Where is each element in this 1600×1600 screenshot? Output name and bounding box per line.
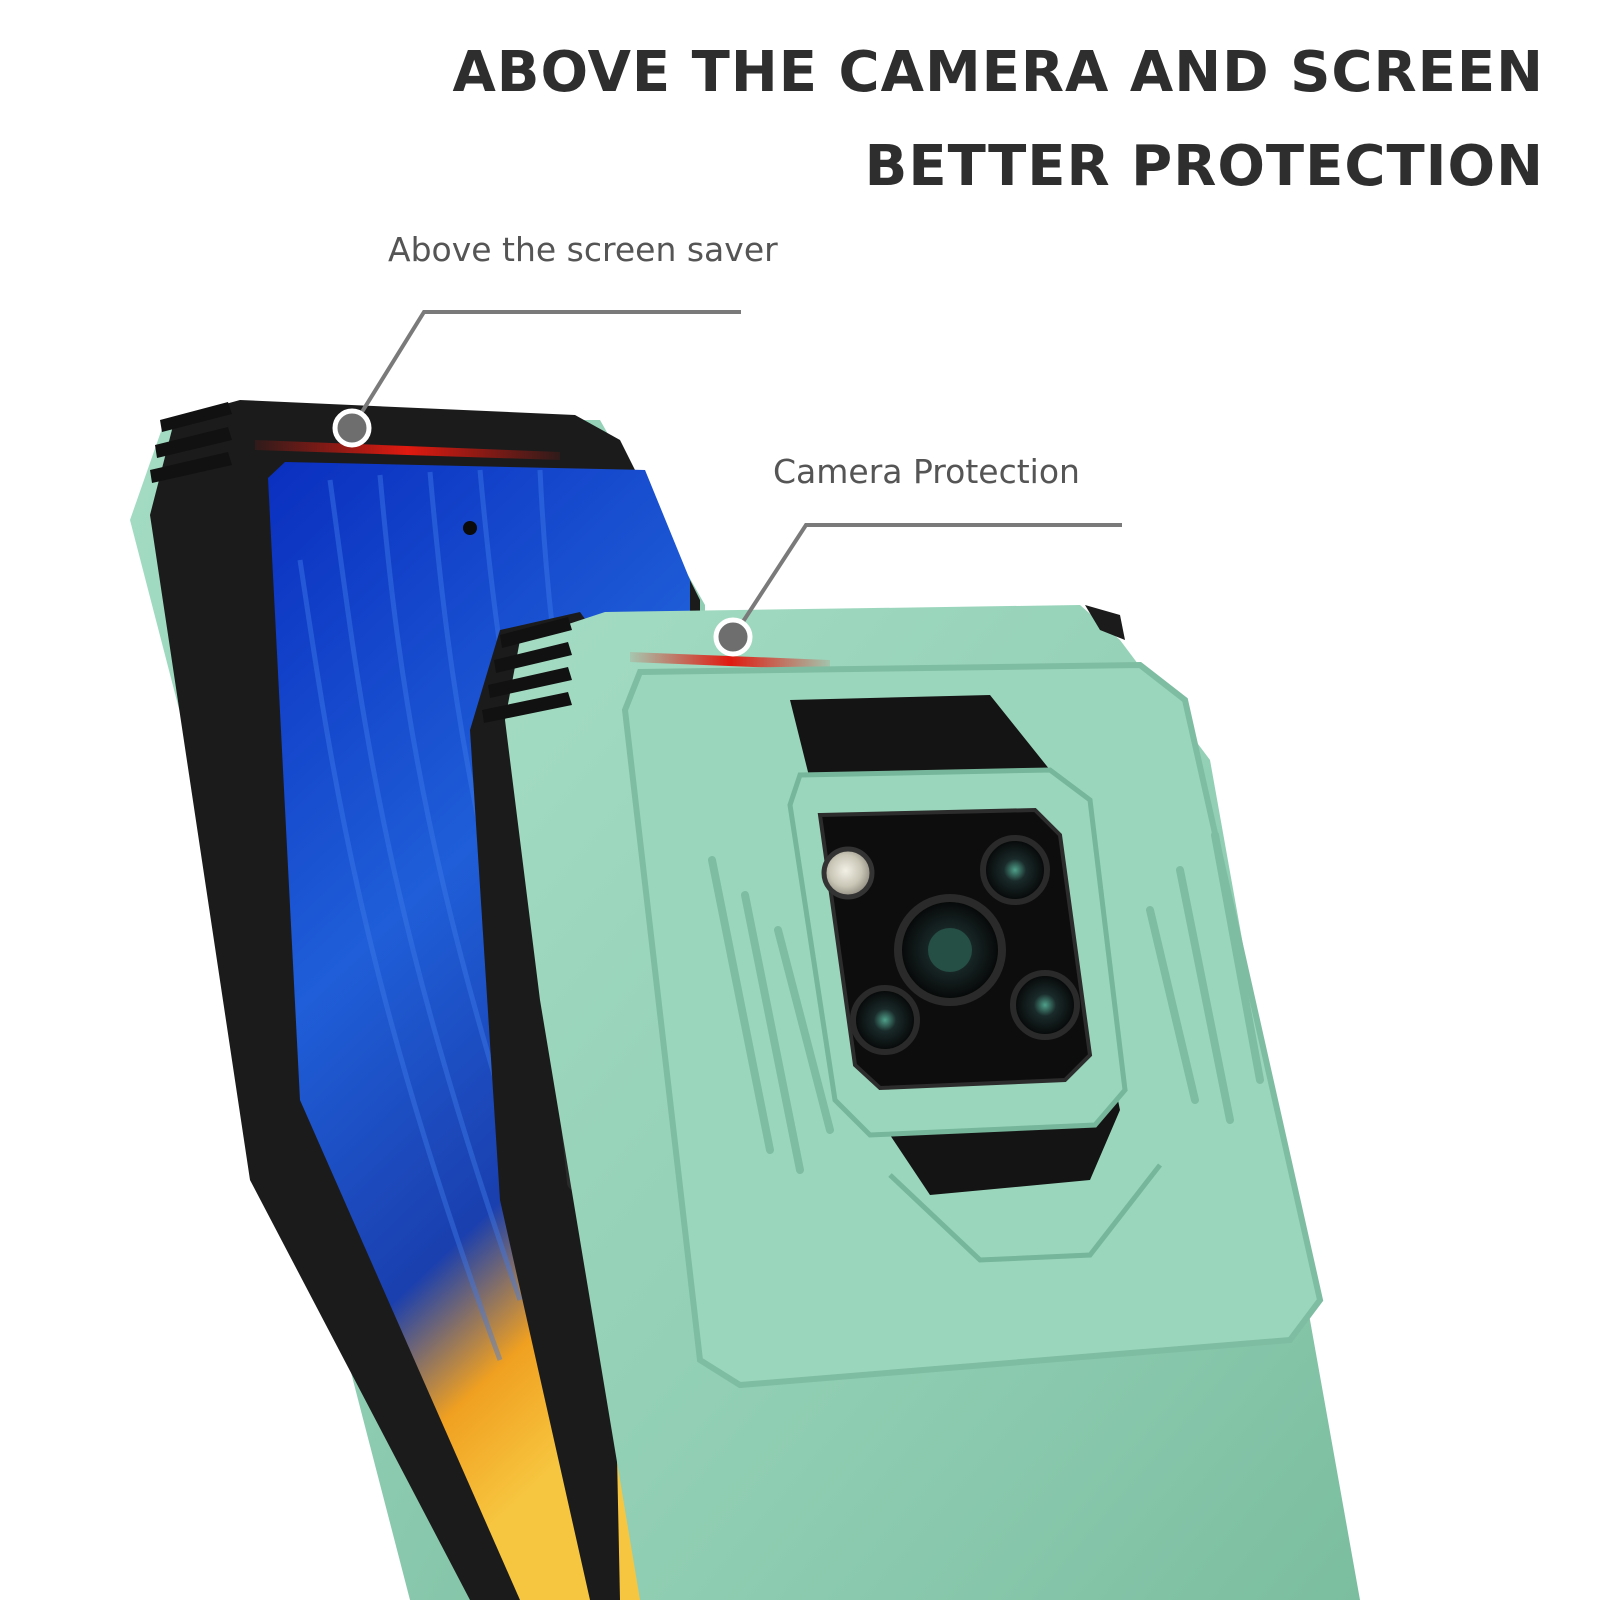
lens-bottom-right-icon xyxy=(1010,970,1080,1040)
front-corner-ribs xyxy=(150,402,232,483)
flash-icon xyxy=(821,846,875,900)
kickstand-lines xyxy=(888,1163,1162,1263)
callout-screen-leader xyxy=(332,310,741,448)
back-view-phone xyxy=(470,605,1360,1600)
main-lens-inner xyxy=(928,928,972,972)
front-camera-hole xyxy=(463,521,477,535)
left-grip-ridges xyxy=(708,856,834,1174)
headline-line-2: BETTER PROTECTION xyxy=(864,134,1544,199)
camera-protection-label: Camera Protection xyxy=(773,452,1080,491)
lens-top-right-icon xyxy=(980,835,1050,905)
camera-callout-dot xyxy=(713,617,753,657)
headline-line-1: ABOVE THE CAMERA AND SCREEN xyxy=(452,40,1544,105)
right-grip-ridges xyxy=(1146,831,1264,1124)
screen-lip-highlight xyxy=(255,440,560,460)
callout-camera-leader xyxy=(713,523,1122,657)
screen-callout-dot xyxy=(332,408,372,448)
back-top-right-corner xyxy=(1085,605,1125,640)
camera-edge-highlight xyxy=(630,652,830,670)
back-corner-ribs xyxy=(482,617,572,723)
lens-bottom-left-icon xyxy=(850,985,920,1055)
screen-saver-label: Above the screen saver xyxy=(388,230,778,269)
